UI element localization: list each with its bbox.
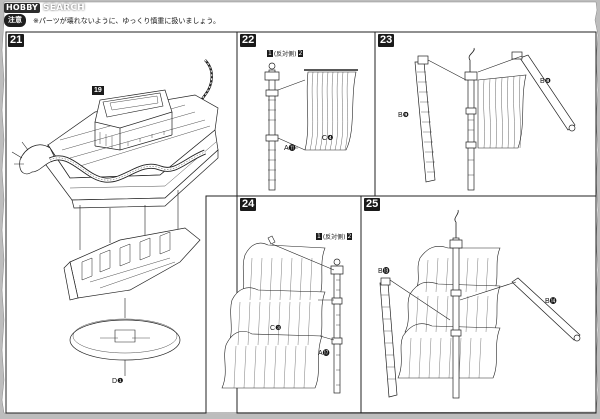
part-b-label-23-right: B❽ — [540, 78, 551, 85]
side-num-2: 2 — [297, 50, 304, 57]
part-c-label-24: C❸ — [270, 325, 282, 332]
part-19-label: 19 — [92, 86, 104, 95]
mast-23 — [464, 47, 478, 191]
part-b-label-25-right: B⓮ — [545, 298, 557, 305]
opposite-side-note-22: 1 (反対側) 2 — [267, 49, 304, 58]
hobbysearch-watermark: HOBBY SEARCH — [4, 2, 85, 14]
side-num-1: 1 — [267, 50, 273, 57]
mast-24 — [330, 258, 344, 394]
part-number-circle-icon: ⓮ — [549, 298, 557, 305]
side-label: (反対側) — [273, 51, 297, 58]
part-b-label-23-left: B❾ — [398, 112, 409, 119]
part-c-label-22: C❹ — [322, 135, 334, 142]
part-number-circle-icon: ❸ — [275, 325, 282, 332]
display-stand — [69, 318, 181, 361]
boom-left-23 — [414, 55, 436, 183]
watermark-brand: HOBBY — [4, 3, 41, 13]
part-a-label-24: A⓱ — [318, 350, 330, 357]
step-23-number: 23 — [378, 34, 395, 47]
mast-25 — [449, 209, 463, 399]
part-number-circle-icon: ⓱ — [322, 350, 330, 357]
ship-base-part — [63, 227, 201, 301]
step-22-number: 22 — [240, 34, 257, 47]
step-21-number: 21 — [8, 34, 25, 47]
part-number-circle-icon: ⓭ — [382, 268, 390, 275]
boom-right-23 — [511, 51, 576, 132]
side-label: (反対側) — [322, 234, 346, 241]
ship-drawing — [11, 59, 219, 209]
part-number-circle-icon: ❶ — [117, 378, 124, 385]
boom-left-25 — [379, 277, 398, 398]
sail-23 — [477, 74, 527, 149]
caution-note: 注意 ※パーツが壊れないように、ゆっくり慎重に扱いましょう。 — [4, 13, 223, 28]
sail-22 — [304, 69, 358, 151]
panel-25-frame — [360, 195, 597, 414]
opposite-side-note-24: 1 (反対側) 2 — [316, 232, 353, 241]
part-number-circle-icon: ❽ — [544, 78, 551, 85]
caution-icon: 注意 — [4, 14, 26, 27]
caution-text: ※パーツが壊れないように、ゆっくり慎重に扱いましょう。 — [30, 14, 223, 27]
part-number-circle-icon: ❹ — [327, 135, 334, 142]
side-num-2: 2 — [346, 233, 353, 240]
mast-22 — [264, 62, 280, 191]
part-b-label-25-left: B⓭ — [378, 268, 390, 275]
part-number-circle-icon: ❾ — [402, 112, 409, 119]
step-24-number: 24 — [240, 198, 257, 211]
part-number-circle-icon: ⓫ — [288, 145, 296, 152]
part-d-label: D❶ — [112, 378, 124, 385]
watermark-name: SEARCH — [43, 3, 85, 13]
step-25-number: 25 — [364, 198, 381, 211]
part-a-label-22: A⓫ — [284, 145, 296, 152]
side-num-1: 1 — [316, 233, 322, 240]
boom-right-25 — [511, 277, 581, 342]
